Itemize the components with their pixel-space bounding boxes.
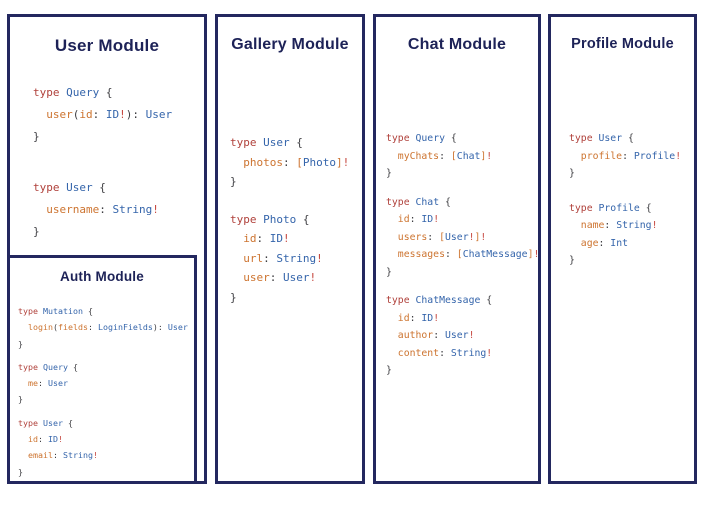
code-line: }	[386, 266, 392, 278]
code-line: }	[569, 168, 575, 179]
code-line: myChats: [Chat]!	[397, 150, 493, 162]
code-line: }	[230, 290, 237, 304]
code-line: }	[230, 175, 237, 188]
panel-title: Profile Module	[571, 36, 674, 52]
code-line: type Photo {	[230, 212, 310, 226]
code-blocks: type User { photos: [Photo]!}type Photo …	[230, 133, 349, 325]
code-block: type User { profile: Profile!}	[569, 130, 681, 183]
code-line: id: ID!	[243, 232, 290, 245]
code-line: author: User!	[397, 330, 475, 341]
code-line: login(fields: LoginFields): User	[28, 322, 188, 333]
code-blocks: type Mutation { login(fields: LoginField…	[18, 303, 188, 487]
code-line: type Query {	[33, 86, 113, 99]
code-block: type Query { user(id: ID!): User}	[33, 82, 172, 148]
code-block: type User { photos: [Photo]!}	[230, 133, 349, 192]
code-block: type Mutation { login(fields: LoginField…	[18, 303, 188, 352]
code-line: email: String!	[28, 450, 98, 461]
code-line: type User {	[569, 133, 634, 144]
code-line: }	[386, 168, 392, 179]
code-line: username: String!	[46, 203, 159, 216]
code-blocks: type Query { myChats: [Chat]!}type Chat …	[386, 130, 539, 391]
code-line: content: String!	[397, 347, 493, 359]
code-block: type ChatMessage { id: ID! author: User!…	[386, 292, 539, 380]
code-line: }	[18, 466, 23, 477]
code-line: name: String!	[580, 220, 658, 231]
code-line: type User {	[230, 136, 303, 149]
code-line: url: String!	[243, 251, 323, 265]
panel-title: Auth Module	[60, 269, 144, 284]
code-line: }	[569, 255, 575, 266]
panel-title: User Module	[54, 36, 160, 55]
code-line: user: User!	[243, 271, 317, 284]
code-block: type Photo { id: ID! url: String! user: …	[230, 210, 349, 308]
code-line: type Query {	[18, 361, 78, 372]
code-block: type Chat { id: ID! users: [User!]! mess…	[386, 194, 539, 282]
code-line: type Chat {	[386, 196, 451, 208]
panel-title: Gallery Module	[231, 36, 349, 53]
code-blocks: type User { profile: Profile!}type Profi…	[569, 130, 681, 287]
code-line: id: ID!	[397, 312, 440, 324]
code-line: messages: [ChatMessage]!	[397, 249, 540, 260]
code-line: type Query {	[386, 133, 457, 144]
panel-chat-module: Chat Module type Query { myChats: [Chat]…	[373, 14, 541, 484]
panel-user-module: User Module type Query { user(id: ID!): …	[7, 14, 207, 484]
code-line: type User {	[33, 181, 106, 194]
code-line: users: [User!]!	[397, 231, 487, 243]
code-line: photos: [Photo]!	[243, 155, 350, 169]
code-line: user(id: ID!): User	[46, 108, 173, 121]
code-block: type User { username: String!}	[33, 177, 172, 243]
code-line: type ChatMessage {	[386, 295, 493, 306]
code-line: }	[33, 130, 40, 143]
code-block: type User { id: ID! email: String!}	[18, 415, 188, 480]
code-line: }	[18, 338, 23, 349]
code-blocks: type Query { user(id: ID!): User}type Us…	[33, 82, 172, 272]
code-line: profile: Profile!	[580, 150, 682, 162]
panel-auth-module: Auth Module type Mutation { login(fields…	[7, 255, 197, 484]
code-line: }	[18, 394, 23, 405]
code-line: }	[386, 365, 392, 376]
code-block: type Profile { name: String! age: Int}	[569, 200, 681, 270]
code-block: type Query { myChats: [Chat]!}	[386, 130, 539, 183]
code-line: me: User	[28, 378, 68, 389]
panel-gallery-module: Gallery Module type User { photos: [Phot…	[215, 14, 365, 484]
code-line: id: ID!	[397, 214, 440, 225]
panel-profile-module: Profile Module type User { profile: Prof…	[548, 14, 697, 484]
code-line: type Profile {	[569, 202, 652, 214]
panel-title: Chat Module	[407, 36, 507, 53]
code-line: type Mutation {	[18, 306, 93, 316]
code-line: }	[33, 225, 40, 238]
code-line: type User {	[18, 417, 73, 428]
code-line: id: ID!	[28, 434, 63, 445]
code-block: type Query { me: User}	[18, 359, 188, 408]
code-line: age: Int	[580, 237, 628, 249]
